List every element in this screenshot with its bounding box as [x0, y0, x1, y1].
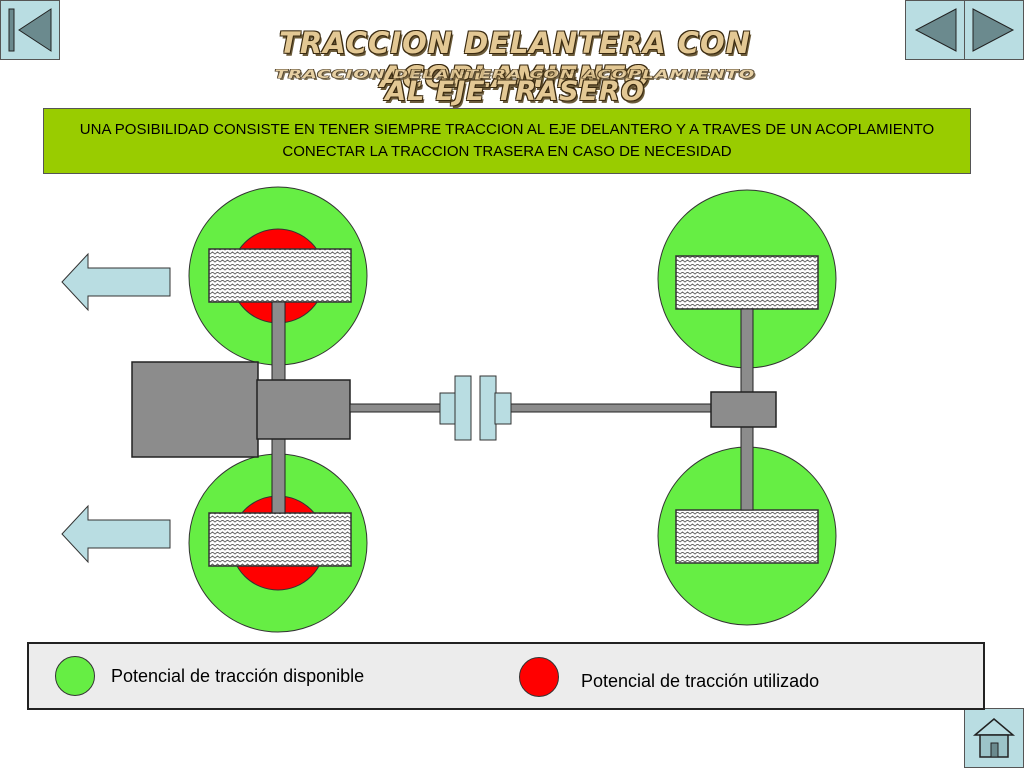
title-line-1: TRACCION DELANTERA CON ACOPLAMIENTO — [279, 26, 751, 94]
skip-to-first-icon — [8, 8, 52, 52]
front-axle-shaft — [271, 301, 286, 383]
rear-axle-shaft — [740, 308, 754, 395]
previous-slide-button[interactable] — [905, 0, 965, 60]
slide-title: TRACCION DELANTERA CON ACOPLAMIENTO TRAC… — [150, 22, 880, 112]
propeller-shaft-front — [349, 403, 443, 413]
direction-arrow-icon — [61, 504, 171, 564]
available-traction-label: Potencial de tracción disponible — [111, 666, 365, 686]
description-box: UNA POSIBILIDAD CONSISTE EN TENER SIEMPR… — [43, 108, 971, 174]
next-triangle-icon — [972, 8, 1015, 52]
used-traction-swatch — [519, 657, 559, 697]
coupling — [439, 375, 512, 441]
drivetrain-diagram — [61, 186, 837, 633]
used-traction-label: Potencial de tracción utilizado — [581, 671, 820, 691]
first-slide-button[interactable] — [0, 0, 60, 60]
title-line-2: AL EJE TRASERO — [385, 76, 645, 107]
propeller-shaft-rear — [509, 403, 713, 413]
gearbox — [256, 379, 351, 440]
previous-triangle-icon — [914, 8, 957, 52]
rear-differential — [710, 391, 777, 428]
home-icon — [972, 718, 1016, 758]
front-left-wheel — [188, 186, 368, 366]
home-button[interactable] — [964, 708, 1024, 768]
available-traction-swatch — [55, 656, 95, 696]
rear-left-wheel — [657, 189, 837, 369]
description-text: UNA POSIBILIDAD CONSISTE EN TENER SIEMPR… — [79, 121, 935, 160]
engine-block — [131, 361, 259, 458]
title-line-1-shadow: TRACCION DELANTERA CON ACOPLAMIENTO — [274, 67, 756, 82]
rear-axle-shaft — [740, 425, 754, 511]
direction-arrow-icon — [61, 252, 171, 312]
next-slide-button[interactable] — [964, 0, 1024, 60]
legend: Potencial de tracción disponible Potenci… — [27, 642, 985, 710]
front-axle-shaft — [271, 437, 286, 514]
front-right-wheel — [188, 453, 368, 633]
